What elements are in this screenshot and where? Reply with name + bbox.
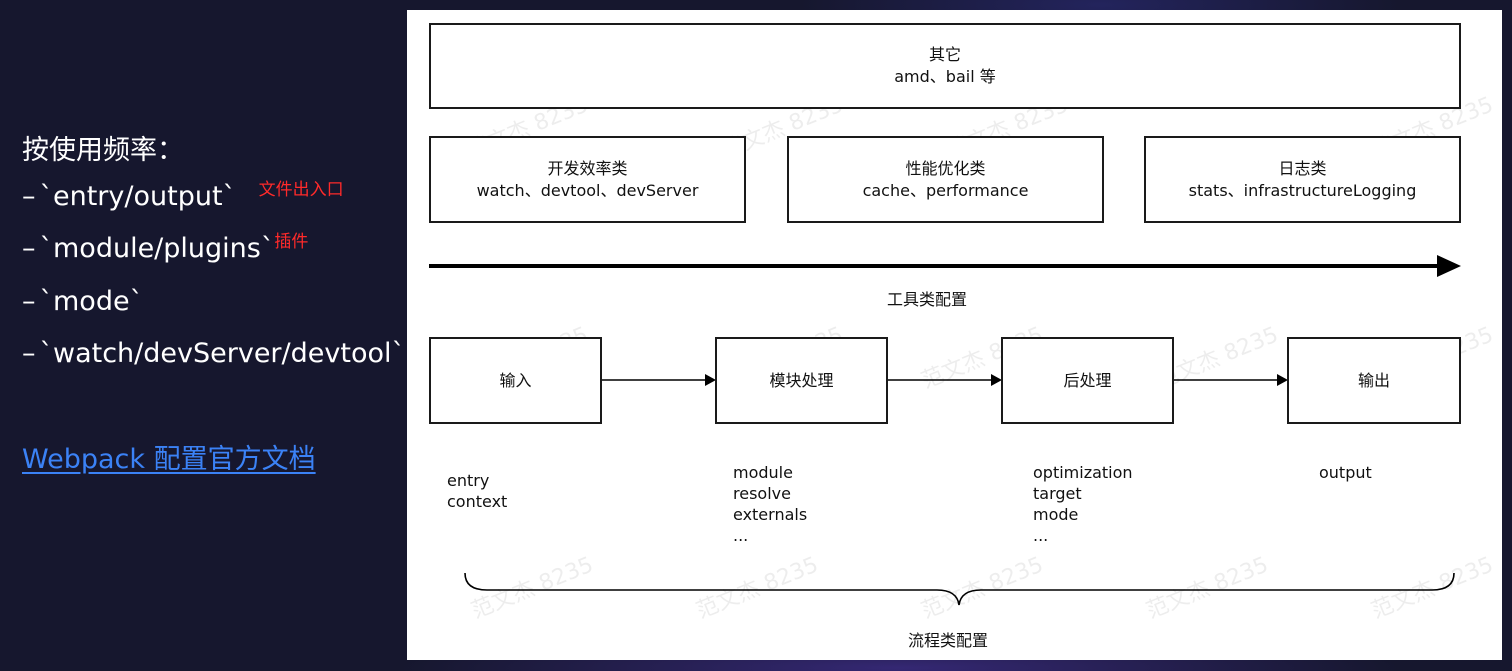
list-item: ... [733, 526, 749, 545]
list-item: entry [447, 471, 490, 490]
list-dash: – [22, 181, 36, 212]
box-subtitle: cache、performance [862, 180, 1029, 200]
frequency-heading: 按使用频率： [22, 135, 184, 166]
box-title: 模块处理 [769, 370, 834, 390]
list-item-text: `entry/output` [39, 181, 237, 212]
flow-box-module: 模块处理 [715, 337, 888, 424]
flow-arrow-head [1277, 374, 1288, 386]
box-subtitle: amd、bail 等 [894, 67, 996, 86]
list-item-watch-devserver-devtool: –`watch/devServer/devtool` [22, 338, 405, 369]
box-title: 日志类 [1278, 158, 1327, 178]
tool-axis-arrow-head [1437, 255, 1461, 277]
performance-box: 性能优化类 cache、performance [787, 136, 1104, 223]
webpack-docs-link[interactable]: Webpack 配置官方文档 [22, 444, 316, 475]
flow-arrow-head [705, 374, 716, 386]
box-title: 开发效率类 [547, 158, 628, 178]
flow-config-label: 流程类配置 [908, 631, 989, 650]
flow-box-output: 输出 [1287, 337, 1461, 424]
list-item: context [447, 492, 508, 511]
dev-efficiency-box: 开发效率类 watch、devtool、devServer [429, 136, 746, 223]
logging-box: 日志类 stats、infrastructureLogging [1144, 136, 1461, 223]
config-diagram: 范文杰 8235 范文杰 8235 范文杰 8235 范文杰 8235 范文杰 … [407, 10, 1502, 660]
box-title: 输出 [1357, 370, 1390, 390]
flow-arrow-head [991, 374, 1002, 386]
list-item: externals [733, 505, 808, 524]
flow-box-postprocess: 后处理 [1001, 337, 1174, 424]
tool-config-label: 工具类配置 [887, 290, 968, 309]
left-panel: 按使用频率： –`entry/output` 文件出入口 –`module/pl… [22, 0, 407, 671]
box-title: 其它 [928, 45, 961, 64]
list-item-module-plugins: –`module/plugins`插件 [22, 232, 309, 264]
box-subtitle: watch、devtool、devServer [476, 180, 699, 200]
list-item-note: 插件 [274, 232, 309, 252]
list-item-note: 文件出入口 [258, 180, 344, 200]
list-dash: – [22, 233, 36, 264]
list-item: mode [1033, 505, 1079, 524]
list-item-text: `mode` [39, 286, 144, 317]
list-item: output [1319, 463, 1372, 482]
module-options-list: module resolve externals ... [733, 462, 807, 546]
box-subtitle: stats、infrastructureLogging [1188, 180, 1417, 200]
other-config-box: 其它 amd、bail 等 [429, 23, 1461, 109]
source-watermark: @稀土掘金技术社区 [1345, 635, 1498, 655]
list-item: ... [1033, 526, 1049, 545]
postprocess-options-list: optimization target mode ... [1033, 462, 1133, 546]
flow-brace [464, 572, 1455, 606]
list-item-text: `module/plugins` [39, 233, 275, 264]
list-item-mode: –`mode` [22, 286, 143, 317]
box-title: 输入 [499, 370, 532, 390]
list-item: optimization [1033, 463, 1133, 482]
list-item: target [1033, 484, 1082, 503]
list-item-entry-output: –`entry/output` 文件出入口 [22, 180, 344, 212]
list-dash: – [22, 286, 36, 317]
list-dash: – [22, 338, 36, 369]
input-options-list: entry context [447, 470, 507, 512]
output-options-list: output [1319, 462, 1372, 483]
box-title: 后处理 [1063, 370, 1112, 390]
box-title: 性能优化类 [905, 158, 986, 178]
list-item: resolve [733, 484, 791, 503]
list-item: module [733, 463, 793, 482]
flow-box-input: 输入 [429, 337, 602, 424]
list-item-text: `watch/devServer/devtool` [39, 338, 406, 369]
diagram-connectors [429, 255, 1461, 606]
